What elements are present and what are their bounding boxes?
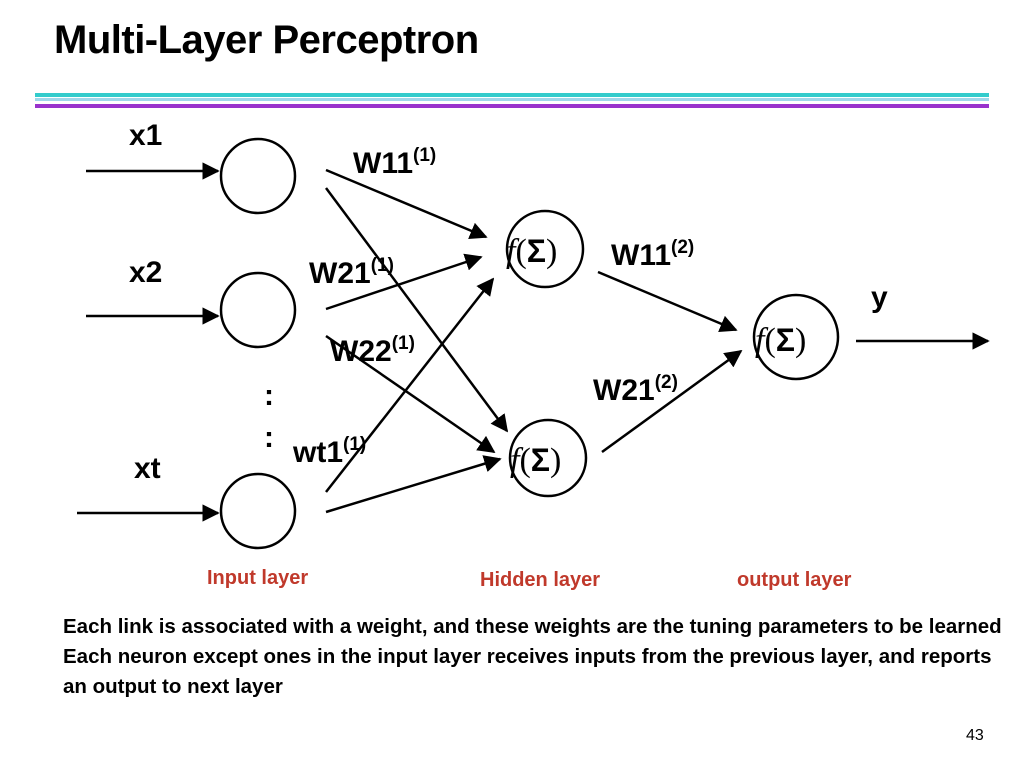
layer-label-hidden: Hidden layer xyxy=(480,569,600,591)
link-h2-out xyxy=(601,349,743,454)
input-label-x1: x1 xyxy=(129,119,162,152)
weight-w11-2: W11(2) xyxy=(611,237,694,272)
output-label-y: y xyxy=(871,281,888,314)
layer-label-output: output layer xyxy=(737,569,852,591)
input-neuron-2 xyxy=(219,271,297,349)
notes: Each link is associated with a weight, a… xyxy=(63,612,1013,702)
weight-w21-1: W21(1) xyxy=(309,255,394,290)
output-neuron xyxy=(752,293,840,381)
hidden-neuron-1 xyxy=(505,209,585,289)
page-number: 43 xyxy=(966,727,984,744)
hidden-neuron-1-label: f(Σ) xyxy=(506,233,557,270)
layer-label-input: Input layer xyxy=(207,567,308,589)
input-label-x2: x2 xyxy=(129,256,162,289)
input-label-xt: xt xyxy=(134,452,161,485)
title-rule-purple xyxy=(35,104,989,108)
input-neuron-1 xyxy=(219,137,297,215)
hidden-neuron-2 xyxy=(508,418,588,498)
title-rule-light xyxy=(35,98,989,101)
output-neuron-label: f(Σ) xyxy=(755,322,806,359)
input-neuron-t xyxy=(219,472,297,550)
slide-title: Multi-Layer Perceptron xyxy=(54,18,479,62)
weight-wt1-1: wt1(1) xyxy=(292,434,366,469)
hidden-neuron-2-label: f(Σ) xyxy=(510,442,561,479)
title-rule-teal xyxy=(35,93,989,97)
weight-w22-1: W22(1) xyxy=(330,333,415,368)
note-1: Each link is associated with a weight, a… xyxy=(63,615,1002,638)
link-h1-out xyxy=(597,270,738,332)
link-x1-h1 xyxy=(325,168,488,239)
link-xt-h1 xyxy=(325,277,495,493)
mlp-diagram: x1 x2 xt : : y W11(1) W21(1) W22(1) wt1(… xyxy=(77,119,990,591)
link-x2-h1 xyxy=(325,253,483,311)
weight-w11-1: W11(1) xyxy=(353,145,436,180)
link-xt-h2 xyxy=(325,455,502,514)
ellipsis-top: : xyxy=(264,379,274,412)
link-x1-h2 xyxy=(324,187,509,433)
ellipsis-bottom: : xyxy=(264,421,274,454)
weight-w21-2: W21(2) xyxy=(593,372,678,407)
note-2: Each neuron except ones in the input lay… xyxy=(63,645,992,698)
link-x2-h2 xyxy=(325,334,496,454)
